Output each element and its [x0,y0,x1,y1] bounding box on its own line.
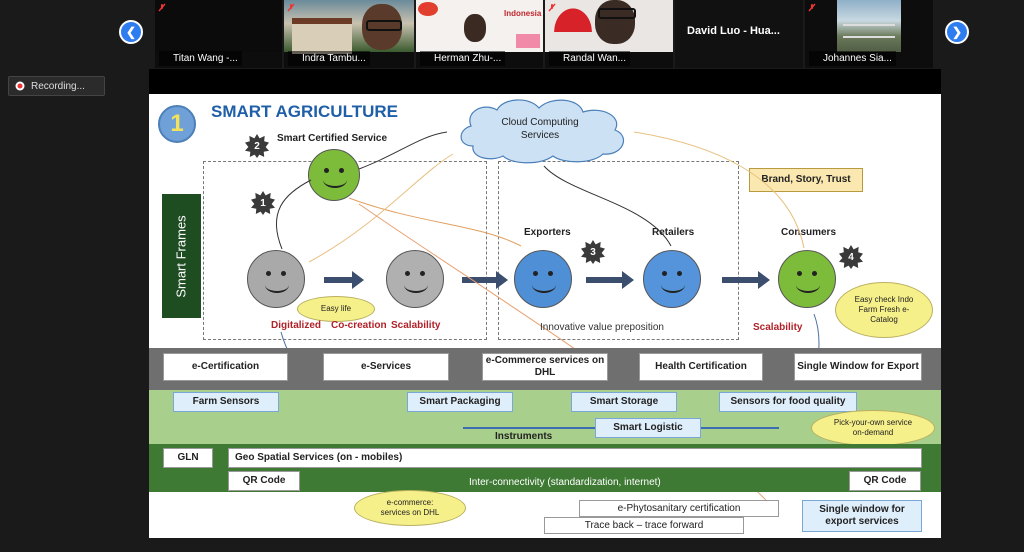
qr-code-right-box: QR Code [849,471,921,491]
previous-page-button[interactable]: ❮ [119,20,143,44]
cloud-label: Cloud Computing Services [501,117,579,141]
innovative-value-label: Innovative value preposition [540,322,664,333]
huawei-logo [549,2,597,32]
recording-icon [15,81,25,91]
smart-storage-box: Smart Storage [571,392,677,412]
participant-name: Titan Wang -... [159,51,242,66]
easy-life-bubble: Easy life [297,296,375,322]
recording-label: Recording... [31,80,85,92]
exporters-label: Exporters [524,227,571,238]
smiley-face-gray-1 [247,250,305,308]
trace-back-box: Trace back – trace forward [544,517,744,534]
chevron-left-icon: ❮ [125,25,137,39]
glasses [598,8,636,19]
smiley-face-green-top [308,149,360,201]
instruments-label: Instruments [495,431,553,442]
person-head [595,0,635,44]
glasses [366,20,402,31]
house-shape [292,18,352,54]
smart-certified-service-label: Smart Certified Service [277,133,388,144]
participant-tile[interactable]: Titan Wang -... [155,0,282,68]
retailers-label: Retailers [652,227,695,238]
consumers-label: Consumers [781,227,837,238]
scalability-label-left: Scalability [391,320,441,331]
mic-muted-icon [287,3,295,12]
brand-story-trust-box: Brand, Story, Trust [749,168,863,192]
participant-name: Herman Zhu-... [420,51,506,66]
digitalized-label: Digitalized [271,320,322,331]
co-creation-label: Co-creation [331,320,387,331]
easy-check-bubble: Easy check Indo Farm Fresh e-Catalog [835,282,933,338]
ecommerce-bubble: e-commerce: services on DHL [354,490,466,526]
single-window-services-box: Single window for export services [802,500,922,532]
mic-muted-icon [419,3,427,12]
phytosanitary-box: e-Phytosanitary certification [579,500,779,517]
next-page-button[interactable]: ❯ [945,20,969,44]
slide-number: 1 [170,110,184,137]
participant-name-large: David Luo - Hua... [687,25,780,37]
geo-spatial-box: Geo Spatial Services (on - mobiles) [228,448,922,468]
smiley-face-gray-2 [386,250,444,308]
participant-tile[interactable]: Randal Wan... [545,0,673,68]
decor-pink [516,34,540,48]
e-services-box: e-Services [323,353,449,381]
chevron-right-icon: ❯ [951,25,963,39]
recording-indicator[interactable]: Recording... [8,76,105,96]
monument-shape [843,24,895,38]
shared-screen-toolbar [149,69,941,94]
smiley-face-blue-2 [643,250,701,308]
participant-video [155,0,282,52]
participant-name: Johannes Sia... [809,51,896,66]
gln-box: GLN [163,448,213,468]
mic-muted-icon [548,3,556,12]
smiley-face-blue-1 [514,250,572,308]
dashed-frame-right [498,161,739,340]
smart-packaging-box: Smart Packaging [407,392,513,412]
shared-slide: 1 SMART AGRICULTURE Smart Frames Cloud C… [149,94,941,538]
qr-code-left-box: QR Code [228,471,300,491]
participant-name: Indra Tambu... [288,51,370,66]
person-head [362,4,402,50]
slide-number-circle: 1 [158,105,196,143]
e-commerce-dhl-box: e-Commerce services on DHL [482,353,608,381]
pick-your-own-bubble: Pick-your-own service on-demand [811,410,935,446]
participant-name: Randal Wan... [549,51,630,66]
participant-tile[interactable]: Johannes Sia... [805,0,933,68]
scalability-label-right: Scalability [753,322,803,333]
smiley-face-green-2 [778,250,836,308]
participant-tile[interactable]: Indonesia Herman Zhu-... [416,0,543,68]
smart-frames-bar: Smart Frames [162,194,201,318]
person-head [464,14,486,42]
farm-sensors-box: Farm Sensors [173,392,279,412]
interconnectivity-label: Inter-connectivity (standardization, int… [469,477,661,488]
indonesia-logo: Indonesia [504,9,542,18]
sensors-food-quality-box: Sensors for food quality [719,392,857,412]
cloud-shape [460,99,625,164]
health-certification-box: Health Certification [639,353,763,381]
single-window-export-box: Single Window for Export [794,353,922,381]
e-certification-box: e-Certification [163,353,288,381]
participant-tile[interactable]: Indra Tambu... [284,0,414,68]
participant-tile[interactable]: David Luo - Hua... [675,0,803,68]
smart-logistic-box: Smart Logistic [595,418,701,438]
slide-title: SMART AGRICULTURE [211,102,398,121]
mic-muted-icon [158,3,166,12]
participant-video [837,0,901,52]
mic-muted-icon [808,3,816,12]
